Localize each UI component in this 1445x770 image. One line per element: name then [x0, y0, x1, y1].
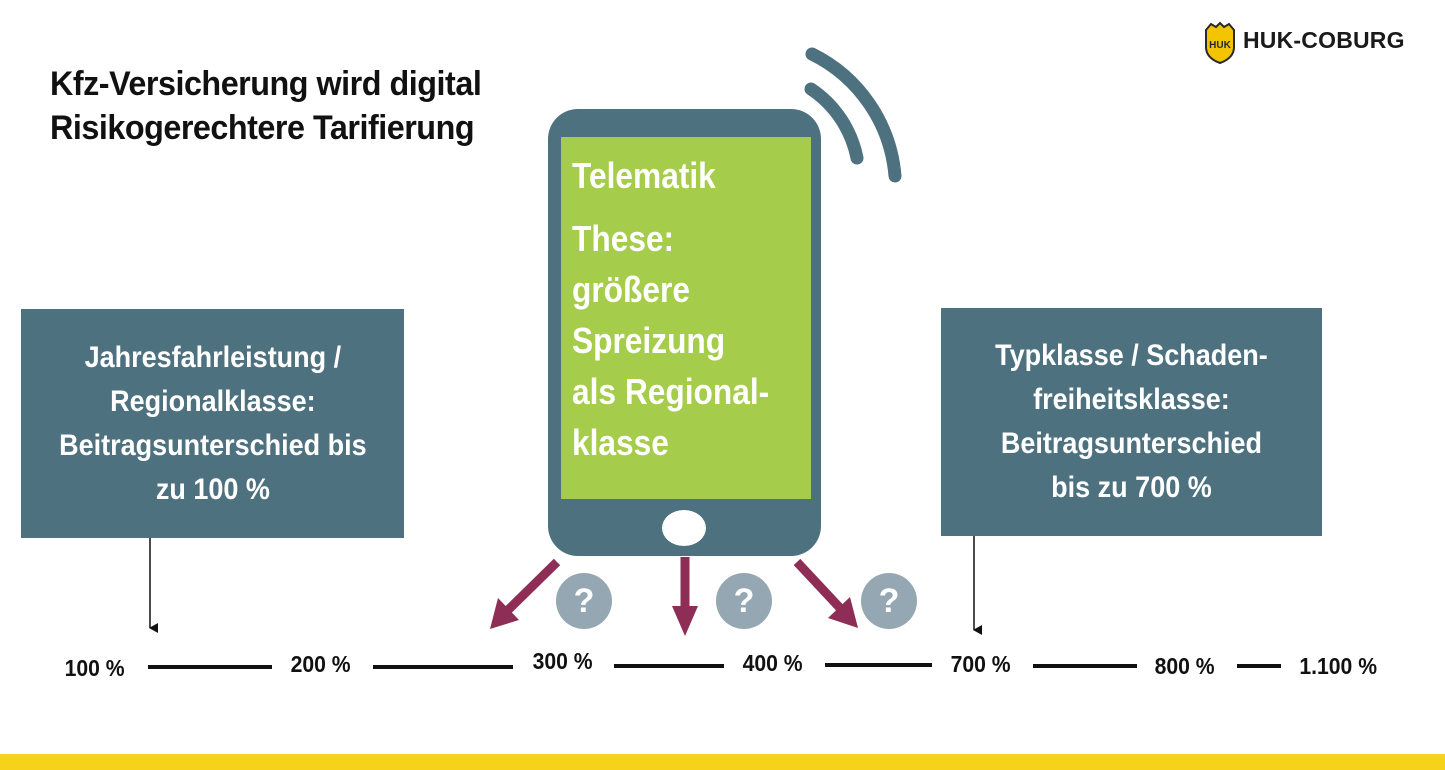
left-box-line: Jahresfahrleistung /	[84, 340, 341, 374]
annual-mileage-box: Jahresfahrleistung / Regionalklasse: Bei…	[21, 309, 404, 538]
phone-home-button	[662, 510, 706, 546]
type-class-box: Typklasse / Schaden- freiheitsklasse: Be…	[941, 308, 1322, 536]
phone-line: These:	[572, 218, 675, 259]
scale-segment	[614, 664, 724, 668]
arrow-down-icon	[672, 557, 698, 636]
scale-label: 400 %	[742, 650, 803, 676]
scale-segment	[825, 663, 932, 667]
right-box-line: Beitragsunterschied	[1000, 427, 1263, 460]
left-box-line: Regionalklasse:	[109, 384, 316, 418]
right-box-line: bis zu 700 %	[1051, 471, 1212, 504]
footer-accent-bar	[0, 754, 1445, 770]
scale-label: 700 %	[950, 651, 1011, 677]
page-title: Kfz-Versicherung wird digital Risikogere…	[50, 62, 482, 150]
phone-line: als Regional-	[572, 371, 770, 412]
right-box-line: Typklasse / Schaden-	[995, 339, 1268, 372]
wifi-arc-inner	[804, 82, 864, 165]
arrow-down-left-icon	[490, 558, 561, 629]
scale-label: 100 %	[64, 655, 125, 681]
wifi-signal-icon	[804, 47, 902, 183]
phone-line: klasse	[572, 422, 669, 463]
phone-line: größere	[572, 269, 690, 310]
phone-screen	[561, 137, 811, 499]
phone-line: Spreizung	[572, 320, 726, 361]
left-box-line: Beitragsunterschied bis	[58, 428, 367, 462]
question-mark-icon: ?	[556, 573, 612, 629]
scale-label: 200 %	[290, 651, 351, 677]
scale-segment	[1033, 664, 1137, 668]
scale-segment	[148, 665, 272, 669]
logo-text: HUK-COBURG	[1243, 27, 1405, 53]
shield-icon: HUK	[1205, 21, 1235, 65]
title-line-1: Kfz-Versicherung wird digital	[50, 65, 482, 103]
title-line-2: Risikogerechtere Tarifierung	[50, 109, 475, 147]
left-box-line: zu 100 %	[155, 472, 270, 506]
arrows-from-phone	[490, 557, 858, 636]
question-mark-icon: ?	[861, 573, 917, 629]
scale-label: 300 %	[532, 648, 593, 674]
huk-coburg-logo: HUK HUK-COBURG	[1203, 21, 1423, 65]
scale-segment	[373, 665, 513, 669]
telematik-heading: Telematik	[572, 155, 716, 196]
scale-label: 1.100 %	[1299, 653, 1378, 679]
right-box-line: freiheitsklasse:	[1033, 383, 1230, 416]
scale-segment	[1237, 664, 1281, 668]
wifi-arc-outer	[805, 47, 902, 183]
question-mark-icon: ?	[716, 573, 772, 629]
smartphone-icon	[548, 109, 821, 556]
scale-label: 800 %	[1154, 653, 1215, 679]
phone-screen-text: Telematik These: größere Spreizung als R…	[572, 150, 769, 468]
arrow-down-right-icon	[793, 558, 858, 628]
logo-emblem-text: HUK	[1209, 40, 1231, 51]
